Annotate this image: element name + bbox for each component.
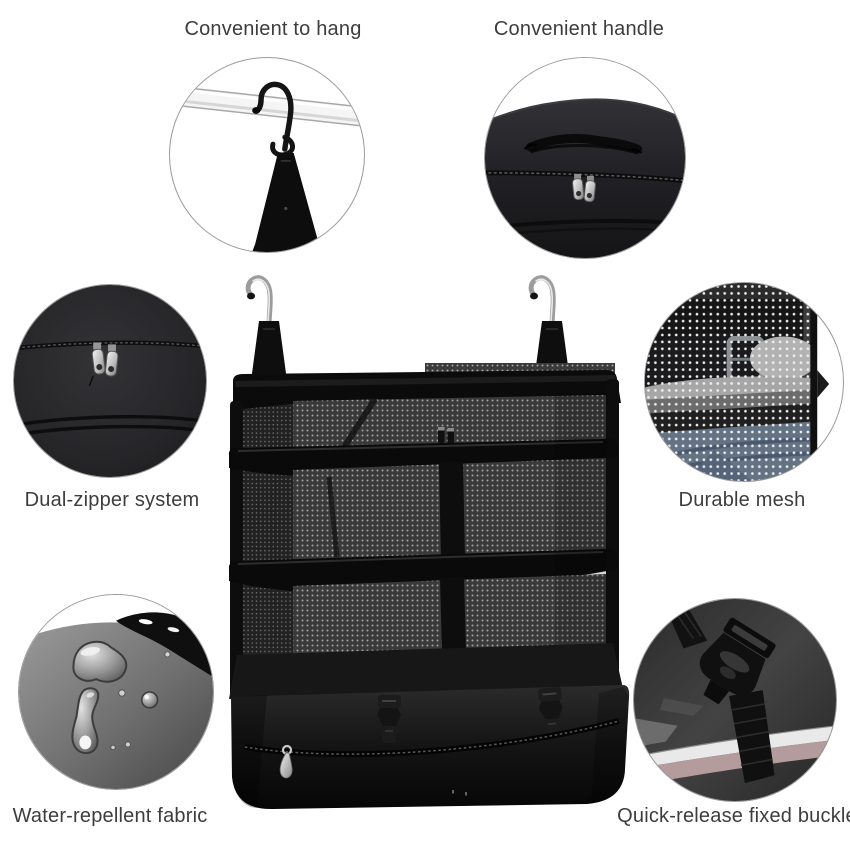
left-hook [247, 278, 287, 381]
zipper-pulls [572, 173, 596, 203]
zipper-pulls [88, 342, 119, 387]
inner-zipper-pulls [438, 427, 454, 444]
water-droplets-icon [19, 595, 213, 789]
hook-on-rod-icon [170, 81, 364, 252]
hanging-shelf-organizer [228, 263, 630, 810]
feature-label-handle: Convenient handle [493, 18, 665, 40]
feature-label-hang: Convenient to hang [184, 18, 362, 40]
feature-label-buckle: Quick-release fixed buckle [617, 805, 850, 827]
feature-label-mesh: Durable mesh [678, 489, 806, 511]
buckle-body [699, 617, 776, 705]
feature-circle-mesh [644, 282, 844, 482]
dual-zipper-pulls-icon [14, 285, 206, 477]
feature-circle-hang [169, 57, 365, 253]
feature-circle-water [18, 594, 214, 790]
base-zipper-pull [279, 744, 293, 779]
feature-circle-buckle [633, 598, 837, 802]
handle-with-zippers-icon [485, 58, 685, 258]
side-release-buckle-icon [634, 599, 836, 801]
feature-label-zipper: Dual-zipper system [24, 489, 200, 511]
mesh-fabric-closeup-icon [645, 283, 843, 481]
feature-circle-handle [484, 57, 686, 259]
feature-circle-zipper [13, 284, 207, 478]
feature-label-water: Water-repellent fabric [12, 805, 208, 827]
